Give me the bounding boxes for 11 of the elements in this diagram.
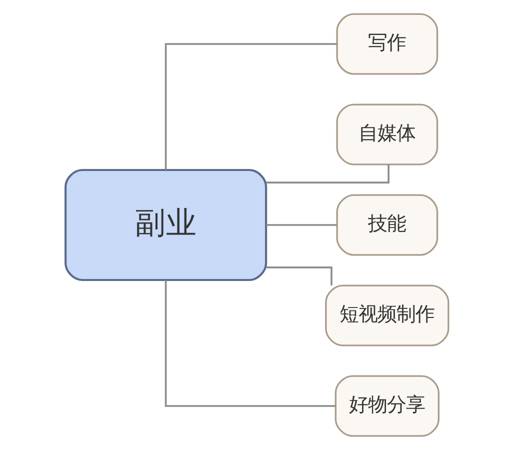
node-box: 自媒体 <box>336 104 438 166</box>
connector <box>266 266 332 286</box>
node-box: 好物分享 <box>334 375 440 437</box>
node-box: 技能 <box>336 194 438 256</box>
connector <box>266 224 337 226</box>
node-box: 副业 <box>64 168 268 282</box>
connector <box>164 280 336 407</box>
node-box: 短视频制作 <box>325 284 450 346</box>
connector <box>164 43 337 170</box>
node-box: 写作 <box>336 13 438 75</box>
connector <box>266 164 390 184</box>
